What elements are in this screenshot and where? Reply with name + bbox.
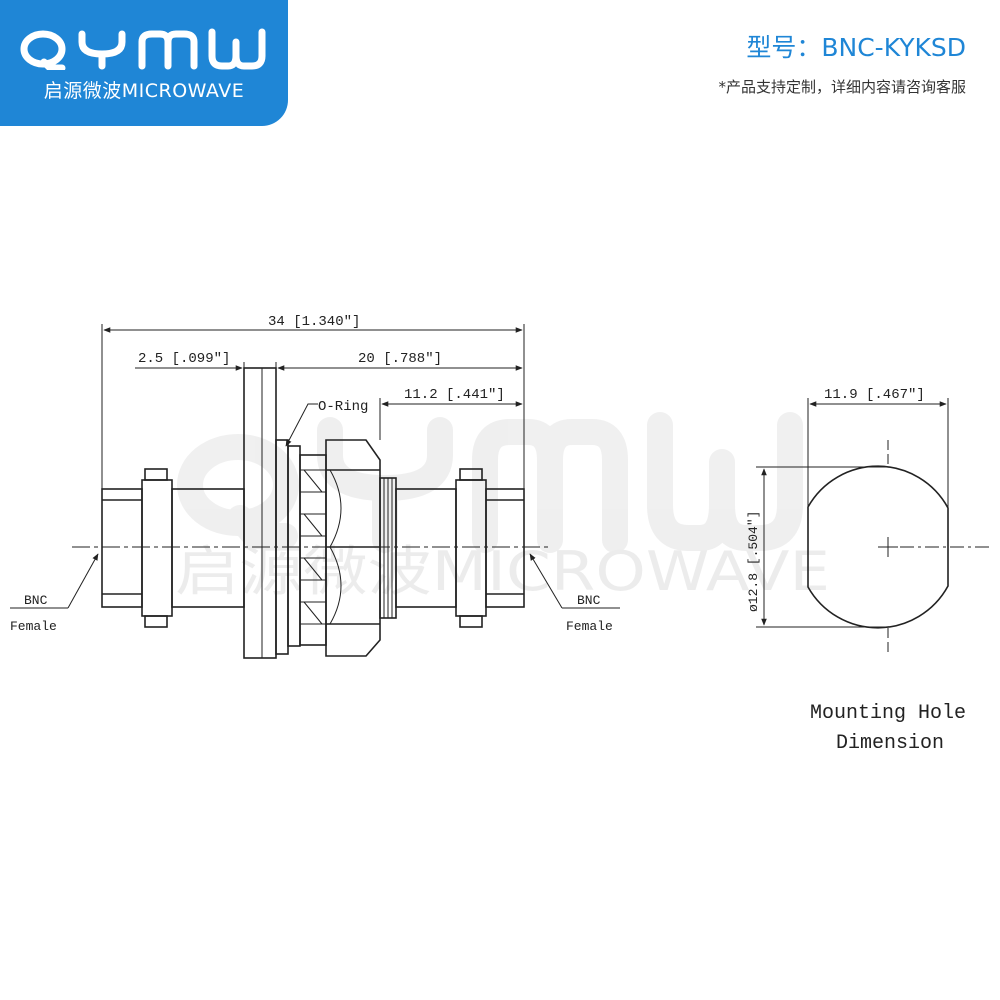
dim-flange-label: 2.5 [.099"] [138, 351, 230, 367]
oring-leader [285, 403, 318, 447]
model-label: 型号：BNC-KYKSD [746, 33, 966, 62]
dim-body-label: 20 [.788"] [358, 351, 442, 367]
hole-dimension-lines [756, 398, 949, 628]
dim-thread-label: 11.2 [.441"] [404, 387, 505, 403]
dimension-lines [101, 324, 525, 489]
hole-diameter-label: ø12.8 [.504"] [746, 511, 761, 612]
mounting-hole-outline [807, 465, 949, 629]
left-end-label-bnc: BNC [24, 593, 48, 608]
brand-tagline: 启源微波MICROWAVE [43, 80, 245, 102]
oring-label: O-Ring [318, 399, 368, 415]
hole-caption-1: Mounting Hole [810, 702, 966, 725]
left-bnc-end [101, 488, 143, 608]
customization-note: *产品支持定制，详细内容请咨询客服 [718, 78, 966, 96]
mounting-hole-view [807, 440, 990, 655]
qymw-logo-icon [20, 28, 266, 70]
hex-nut [325, 439, 381, 657]
hole-caption-2: Dimension [836, 732, 944, 755]
right-end-label-bnc: BNC [577, 593, 601, 608]
watermark-tagline: 启源微波MICROWAVE [175, 540, 830, 603]
left-end-label-female: Female [10, 619, 57, 634]
dim-overall-label: 34 [1.340"] [268, 314, 360, 330]
logo-badge: 启源微波MICROWAVE [0, 0, 288, 126]
connector-side-view [72, 367, 548, 659]
watermark: 启源微波MICROWAVE [175, 412, 830, 603]
end-label-leaders [10, 553, 620, 609]
hole-width-label: 11.9 [.467"] [824, 387, 925, 403]
dimension-labels: 34 [1.340"] 2.5 [.099"] 20 [.788"] 11.2 … [138, 314, 505, 415]
right-end-label-female: Female [566, 619, 613, 634]
